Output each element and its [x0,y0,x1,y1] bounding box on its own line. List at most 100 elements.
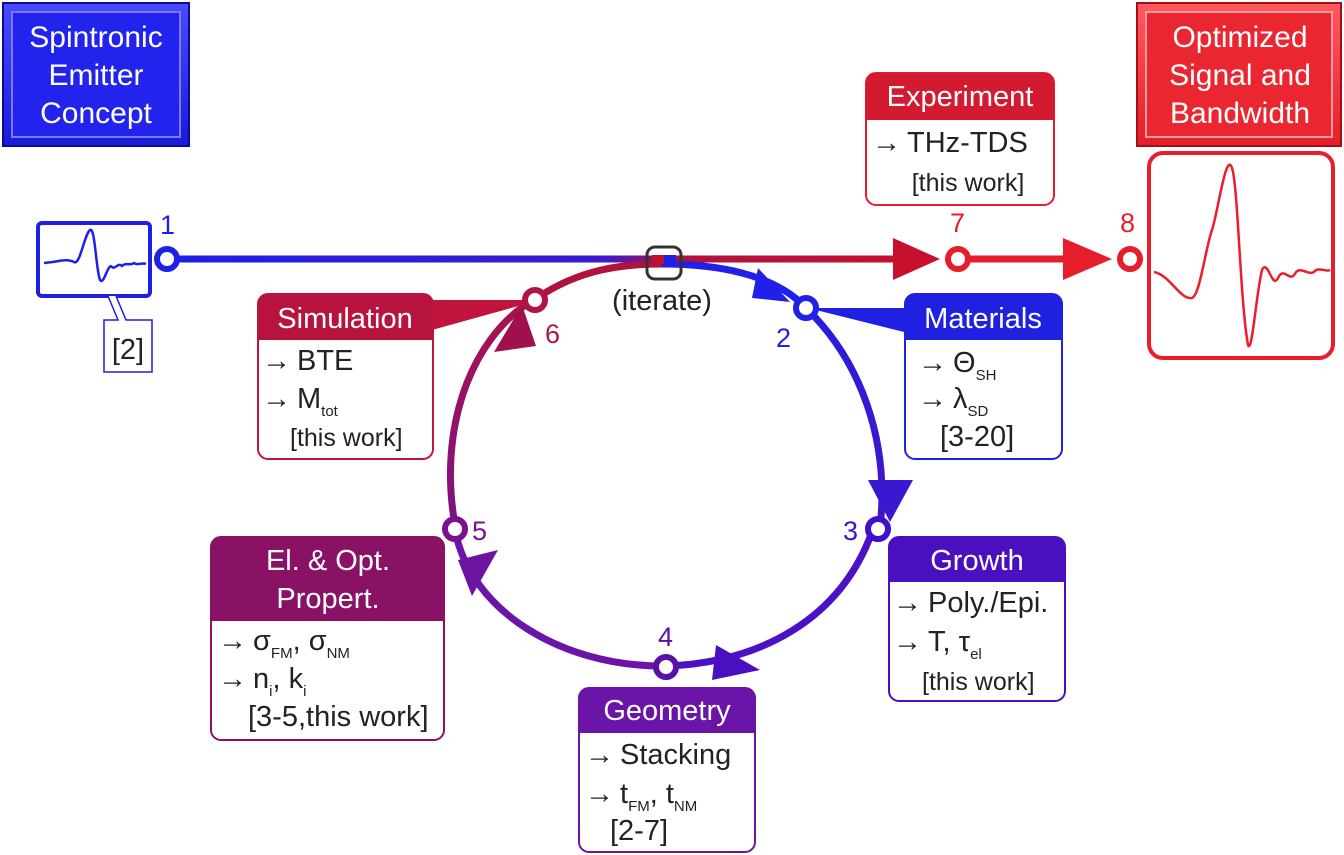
simulation-line-2-sub: tot [321,403,339,420]
simulation-item-2: →Mtot [262,383,339,420]
node-label-1: 1 [160,210,175,240]
node-1 [154,246,180,272]
materials-item-2: →λSD [918,383,989,420]
node-4 [653,654,679,680]
start-line-2: Emitter [48,59,143,92]
materials-item-1: →ΘSH [918,347,996,384]
growth-item-1: →Poly./Epi. [893,587,1048,619]
iterate-label: (iterate) [612,285,712,317]
arrow-icon: → [262,383,291,415]
arrow-icon: → [218,663,247,695]
elopt-box: El. & Opt. Propert. →σFM, σNM →ni, ki [3… [210,536,445,741]
elopt-line-2-a-sub: i [269,683,272,700]
node-3 [865,516,891,542]
start-line-1: Spintronic [29,21,162,54]
materials-line-1-main: Θ [953,347,976,379]
experiment-item-1: →THz-TDS [872,127,1028,159]
node-label-6: 6 [545,319,560,349]
growth-line-1: Poly./Epi. [928,587,1048,619]
end-line-3: Bandwidth [1170,97,1310,130]
geometry-title: Geometry [603,695,731,727]
iterate-marker: (iterate) [612,245,712,317]
elopt-line-1-a: σ [253,625,271,657]
materials-box: Materials →ΘSH →λSD [3-20] [904,293,1063,460]
node-5 [442,516,468,542]
start-line-3: Concept [40,97,152,130]
simulation-box: Simulation →BTE →Mtot [this work] [257,293,434,460]
arrow-icon: → [918,347,947,379]
elopt-title-1: El. & Opt. [266,545,390,577]
node-7 [945,246,971,272]
materials-line-2-main: λ [953,383,968,415]
node-label-7: 7 [950,208,965,238]
geometry-line-2-a: t [620,778,628,810]
arrow-icon: → [218,625,247,657]
node-label-3: 3 [843,516,858,546]
elopt-line-2-b: , k [272,663,303,695]
simulation-ref: [this work] [290,424,403,452]
elopt-title-2: Propert. [276,583,379,615]
end-line-1: Optimized [1172,21,1307,54]
elopt-item-1: →σFM, σNM [218,625,350,662]
start-concept-box: Spintronic Emitter Concept [2,2,190,147]
elopt-line-1-b: , σ [293,625,327,657]
growth-line-2-main: T, τ [928,626,971,658]
elopt-line-1-a-sub: FM [271,645,293,662]
simulation-item-1: →BTE [262,345,353,377]
simulation-line-2-main: M [297,383,321,415]
arrow-icon: → [893,587,922,619]
elopt-line-1-b-sub: NM [327,645,350,662]
experiment-box: Experiment →THz-TDS [this work] [865,72,1055,206]
growth-item-2: →T, τel [893,626,982,663]
elopt-line-2-a: n [253,663,269,695]
simulation-title: Simulation [277,303,412,335]
arrow-icon: → [585,739,614,771]
cycle-loop [446,260,913,680]
node-labels: 1 2 3 4 5 6 7 8 [160,208,1135,652]
elopt-item-2: →ni, ki [218,663,306,700]
node-circles [154,246,1143,680]
node-6 [522,287,548,313]
growth-title: Growth [930,545,1023,577]
materials-line-2-sub: SD [968,403,989,420]
growth-box: Growth →Poly./Epi. →T, τel [this work] [888,536,1066,702]
input-signal-box: [2] [36,221,153,373]
geometry-line-2-b: , t [650,778,674,810]
arrow-icon: → [262,345,291,377]
end-result-box: Optimized Signal and Bandwidth [1136,2,1342,147]
geometry-line-1: Stacking [620,739,731,771]
geometry-ref: [2-7] [610,815,668,847]
materials-title: Materials [924,303,1042,335]
growth-line-2-sub: el [970,646,982,663]
arrow-icon: → [918,383,947,415]
arrow-icon: → [872,127,901,159]
end-line-2: Signal and [1169,59,1311,92]
experiment-title: Experiment [887,81,1034,113]
simulation-line-1: BTE [297,345,353,377]
geometry-box: Geometry →Stacking →tFM, tNM [2-7] [578,687,756,853]
experiment-line-1: THz-TDS [907,127,1028,159]
node-label-8: 8 [1120,208,1135,238]
geometry-line-2-b-sub: NM [674,798,697,815]
elopt-line-2-b-sub: i [303,683,306,700]
materials-ref: [3-20] [940,421,1014,453]
geometry-item-1: →Stacking [585,739,731,771]
node-2 [793,295,819,321]
arrow-icon: → [893,626,922,658]
geometry-line-2-a-sub: FM [628,798,650,815]
materials-line-1-sub: SH [976,367,997,384]
node-label-5: 5 [472,516,487,546]
growth-ref: [this work] [922,668,1035,696]
node-8 [1117,246,1143,272]
main-line [168,238,1112,280]
node-label-2: 2 [776,323,791,353]
node-label-4: 4 [658,622,673,652]
box-connectors [432,300,912,334]
elopt-ref: [3-5,this work] [248,701,429,733]
output-signal-box [1147,151,1335,360]
experiment-ref: [this work] [912,169,1025,197]
geometry-item-2: →tFM, tNM [585,778,697,815]
arrow-icon: → [585,778,614,810]
ref-small: [2] [112,334,144,366]
